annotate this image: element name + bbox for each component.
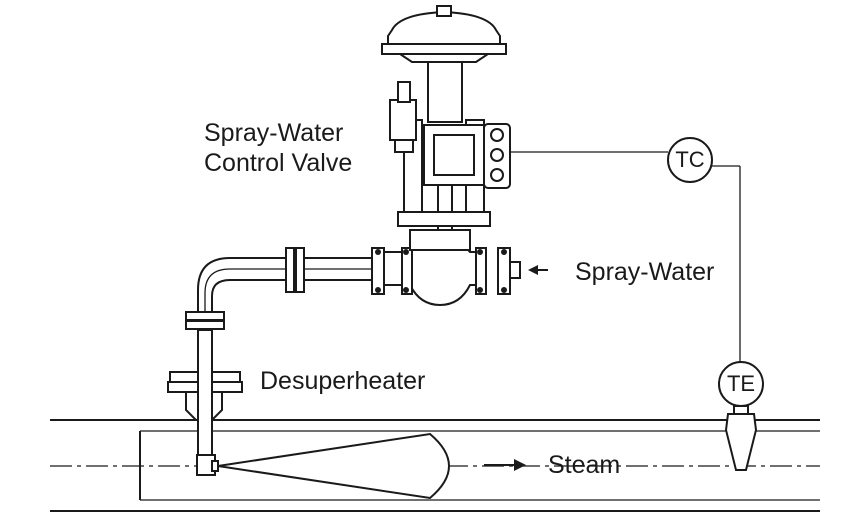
desuperheater-label: Desuperheater — [260, 367, 426, 395]
signal-lines — [510, 151, 741, 362]
spray-water-label: Spray-Water — [575, 258, 715, 286]
te-label: TE — [726, 371, 756, 396]
spray-cone — [217, 432, 450, 500]
temperature-sensor — [724, 405, 758, 471]
valve-positioner — [389, 81, 511, 189]
steam-label: Steam — [548, 451, 621, 479]
steam-arrow — [484, 459, 526, 471]
spray-water-piping — [185, 247, 381, 330]
tc-label: TC — [675, 147, 705, 172]
valve-label-line1: Spray-Water — [204, 119, 344, 147]
steam-pipe — [50, 419, 820, 512]
spray-water-arrow — [528, 265, 548, 275]
valve-body — [371, 229, 521, 307]
desuperheater-assembly — [167, 329, 243, 476]
valve-label-line2: Control Valve — [204, 149, 353, 177]
tc-bubble — [667, 137, 713, 183]
